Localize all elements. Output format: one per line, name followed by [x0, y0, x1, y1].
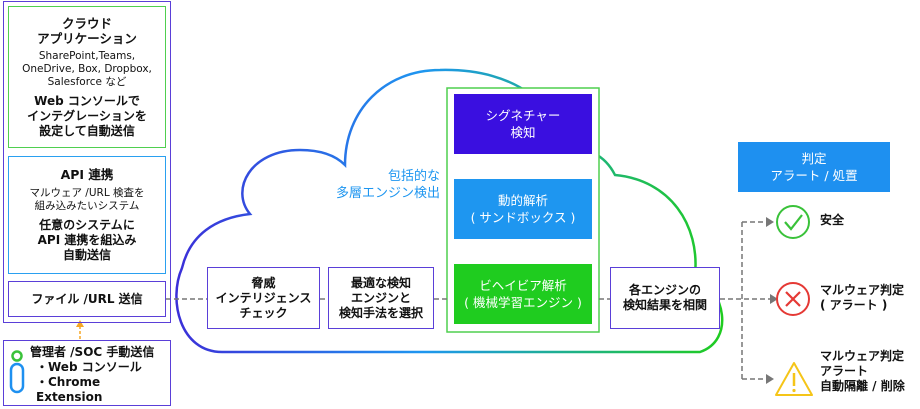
check-icon	[776, 205, 810, 239]
file-url-label: ファイル /URL 送信	[31, 291, 143, 306]
dynamic-engine: 動的解析 ( サンドボックス )	[454, 179, 592, 239]
cloud-label: 包括的な 多層エンジン検出	[300, 168, 440, 202]
admin-text: 管理者 /SOC 手動送信 ・Web コンソール ・Chrome Extensi…	[30, 345, 170, 405]
input-sources-panel	[3, 1, 171, 323]
verdict-header: 判定 アラート / 処置	[738, 142, 890, 192]
behavior-2: ( 機械学習エンジン )	[464, 295, 582, 310]
cloud-apps-desc-2: インテグレーションを	[27, 108, 147, 123]
warning-icon	[775, 362, 813, 396]
verdict-safe: 安全	[820, 213, 845, 227]
engine-select-1: 最適な検知	[350, 275, 411, 290]
correlate-box: 各エンジンの 検知結果を相関	[610, 267, 720, 329]
cloud-apps-box: クラウド アプリケーション SharePoint,Teams, OneDrive…	[8, 6, 166, 148]
cloud-outline	[175, 68, 724, 354]
signature-1: シグネチャー	[485, 108, 561, 123]
file-url-box: ファイル /URL 送信	[8, 281, 166, 317]
verdict-malware-1: マルウェア判定	[820, 283, 905, 297]
person-icon	[9, 350, 25, 394]
api-title: API 連携	[60, 167, 114, 182]
cloud-apps-title-2: アプリケーション	[37, 30, 137, 46]
api-desc-3: 自動送信	[62, 248, 111, 262]
verdict-quarantine-2: アラート	[820, 364, 869, 378]
verdict-header-1: 判定	[801, 151, 827, 166]
dynamic-2: ( サンドボックス )	[470, 210, 576, 225]
admin-box	[3, 340, 171, 406]
engine-select-2: エンジンと	[350, 290, 411, 305]
verdict-quarantine-1: マルウェア判定	[820, 349, 905, 363]
admin-title: 管理者 /SOC 手動送信	[30, 345, 155, 359]
signature-engine: シグネチャー 検知	[454, 94, 592, 154]
signature-2: 検知	[510, 125, 536, 140]
threat-intel-2: インテリジェンス	[215, 290, 312, 305]
threat-intel-1: 脅威	[251, 275, 276, 290]
api-desc-1: 任意のシステムに	[39, 218, 135, 232]
verdict-quarantine-3: 自動隔離 / 削除	[820, 379, 905, 393]
cloud-apps-examples-3: Salesforce など	[47, 75, 127, 88]
verdict-malware-2: ( アラート )	[820, 298, 888, 312]
correlate-2: 検知結果を相関	[622, 298, 707, 312]
threat-intel-check-box: 脅威 インテリジェンス チェック	[207, 267, 320, 329]
threat-intel-3: チェック	[239, 305, 288, 320]
cloud-apps-desc-3: 設定して自動送信	[39, 123, 135, 138]
admin-item-chrome: ・Chrome Extension	[36, 375, 103, 404]
api-desc-2: API 連携を組込み	[37, 233, 137, 247]
verdict-malware: マルウェア判定 ( アラート )	[820, 283, 904, 313]
api-sub-2: 組み込みたいシステム	[34, 200, 140, 212]
cloud-label-1: 包括的な	[387, 169, 440, 184]
dynamic-1: 動的解析	[497, 193, 548, 208]
behavior-1: ビヘイビア解析	[479, 278, 567, 293]
correlate-1: 各エンジンの	[628, 283, 701, 297]
behavior-engine: ビヘイビア解析 ( 機械学習エンジン )	[454, 264, 592, 324]
verdict-quarantine: マルウェア判定 アラート 自動隔離 / 削除	[820, 349, 905, 394]
verdict-header-2: アラート / 処置	[770, 168, 858, 183]
api-box: API 連携 マルウェア /URL 検査を 組み込みたいシステム 任意のシステム…	[8, 156, 166, 274]
cloud-apps-examples-1: SharePoint,Teams,	[38, 49, 136, 62]
engine-select-3: 検知手法を選択	[338, 305, 423, 320]
engine-select-box: 最適な検知 エンジンと 検知手法を選択	[328, 267, 434, 329]
cloud-apps-examples-2: OneDrive, Box, Dropbox,	[22, 62, 152, 75]
admin-item-web: ・Web コンソール	[36, 360, 142, 374]
cloud-apps-desc-1: Web コンソールで	[34, 93, 140, 108]
cloud-apps-title-1: クラウド	[61, 15, 112, 31]
error-icon	[776, 282, 810, 316]
api-sub-1: マルウェア /URL 検査を	[29, 187, 145, 199]
cloud-label-2: 多層エンジン検出	[335, 186, 440, 201]
